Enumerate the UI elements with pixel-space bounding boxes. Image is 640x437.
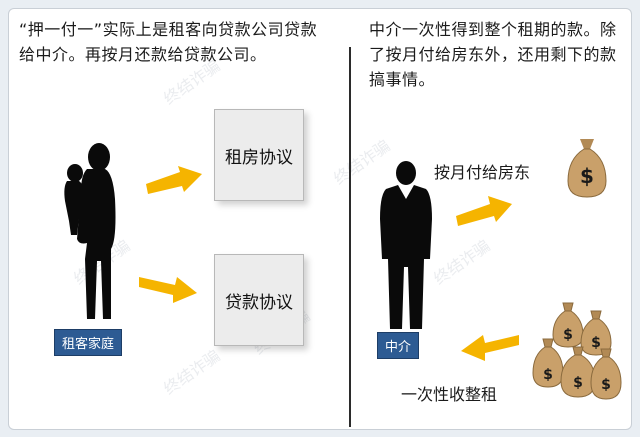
- arrow-to-agent: [461, 335, 519, 361]
- arrow-to-landlord: [456, 196, 512, 226]
- lump-sum-label: 一次性收整租: [401, 385, 498, 404]
- arrow-to-loan-agreement: [139, 277, 197, 303]
- agent-silhouette: [380, 161, 432, 329]
- left-explanation: “押一付一”实际上是租客向贷款公司贷款给中介。再按月还款给贷款公司。: [19, 20, 318, 64]
- diagram-frame: 终结诈骗 终结诈骗 终结诈骗 终结诈骗 终结诈骗 终结诈骗 “押一付一”实际上是…: [8, 8, 632, 430]
- family-silhouette: [64, 143, 116, 319]
- divider: [349, 47, 351, 427]
- rental-agreement-doc: 租房协议: [214, 109, 304, 201]
- svg-text:$: $: [563, 327, 573, 343]
- rent-payment-label: 按月付给房东: [434, 163, 531, 182]
- money-bags-pile-icon: $ $ $ $ $: [532, 302, 622, 400]
- svg-text:$: $: [580, 164, 594, 188]
- arrow-to-rental-agreement: [146, 166, 202, 194]
- money-bag-icon: $: [567, 139, 607, 198]
- right-explanation: 中介一次性得到整个租期的款。除了按月付给房东外，还用剩下的款搞事情。: [369, 20, 617, 89]
- loan-agreement-doc: 贷款协议: [214, 254, 304, 346]
- svg-text:$: $: [591, 335, 601, 351]
- tenant-family-tag: 租客家庭: [54, 329, 123, 356]
- svg-text:$: $: [573, 375, 583, 391]
- svg-text:$: $: [543, 367, 553, 383]
- svg-text:$: $: [601, 377, 611, 393]
- agent-tag: 中介: [377, 332, 420, 359]
- watermark: 终结诈骗: [160, 346, 224, 399]
